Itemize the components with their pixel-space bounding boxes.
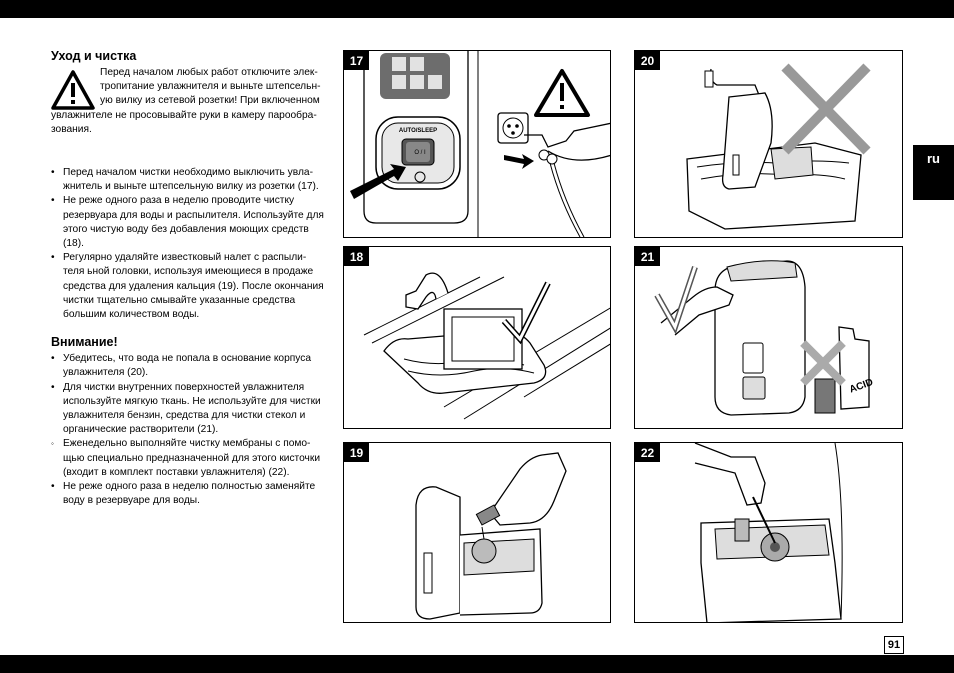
figure-number: 22 <box>635 443 660 462</box>
arrow-icon <box>350 164 406 199</box>
warning-block: Перед началом любых работ отключите элек… <box>51 66 326 156</box>
figure-number: 18 <box>344 247 369 266</box>
list-item: Регулярно удаляйте известковый налет с р… <box>51 251 326 322</box>
descaling-illustration <box>415 452 567 620</box>
membrane-brush-illustration <box>694 443 843 622</box>
no-water-in-base-illustration <box>686 63 871 230</box>
attention-title: Внимание! <box>51 335 118 350</box>
warning-line: тропитание увлажнителя и выньте штепсель… <box>100 81 321 93</box>
list-item: Убедитесь, что вода не попала в основани… <box>51 352 326 380</box>
figure-number: 21 <box>635 247 660 266</box>
list-item: Для чистки внутренних поверхностей увлаж… <box>51 381 326 438</box>
figure-21: 21 ACID <box>634 246 903 429</box>
language-label: ru <box>927 151 940 166</box>
top-band <box>0 0 954 18</box>
figure-19: 19 <box>343 442 611 623</box>
control-panel-illustration: AUTO/SLEEP O / I <box>350 51 610 237</box>
figure-20: 20 <box>634 50 903 238</box>
soft-cloth-illustration: ACID <box>654 260 875 416</box>
sink-cleaning-illustration <box>363 272 610 420</box>
figure-number: 17 <box>344 51 369 70</box>
warning-line: увлажнителе не просовывайте руки в камер… <box>51 109 317 121</box>
list-item: Еженедельно выполняйте чистку мембраны с… <box>51 437 326 480</box>
auto-sleep-label: AUTO/SLEEP <box>399 128 437 134</box>
section-title: Уход и чистка <box>51 49 137 63</box>
arrow-icon <box>504 154 534 169</box>
list-item: Перед началом чистки необходимо выключит… <box>51 166 326 194</box>
language-tab: ru <box>913 145 954 200</box>
warning-line: Перед началом любых работ отключите элек… <box>100 67 318 78</box>
figure-number: 20 <box>635 51 660 70</box>
power-symbol: O / I <box>414 150 426 156</box>
cleaning-list: Перед началом чистки необходимо выключит… <box>51 166 326 322</box>
figure-number: 19 <box>344 443 369 462</box>
figure-18: 18 <box>343 246 611 429</box>
figure-22: 22 <box>634 442 903 623</box>
warning-line: зования. <box>51 123 92 135</box>
attention-list: Убедитесь, что вода не попала в основани… <box>51 352 326 508</box>
warning-line: ую вилку из сетевой розетки! При включен… <box>100 95 320 107</box>
list-item: Не реже одного раза в неделю проводите ч… <box>51 194 326 251</box>
warning-triangle-icon <box>51 70 95 110</box>
page-number: 91 <box>884 636 904 654</box>
instructions-text: Уход и чистка Перед началом любых работ … <box>51 48 326 508</box>
figure-17: 17 AUTO/SLEEP O / I <box>343 50 611 238</box>
bottom-band <box>0 655 954 673</box>
list-item: Не реже одного раза в неделю полностью з… <box>51 480 326 508</box>
